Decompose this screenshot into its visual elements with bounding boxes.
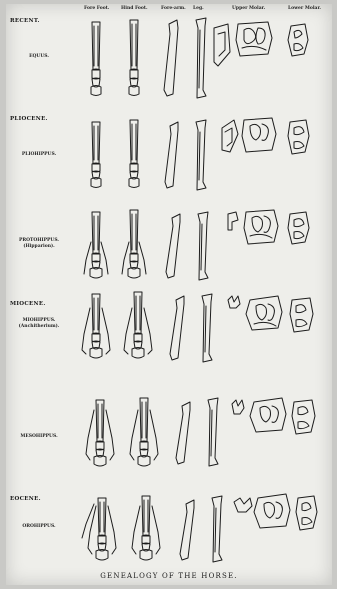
leg-miohippus-drawing	[202, 294, 212, 362]
fore-arm-protohippus-drawing	[166, 214, 180, 278]
upper-molar-orohippus-drawing	[234, 498, 252, 512]
upper-molar-pliohippus-drawing	[222, 120, 238, 152]
upper-molar-equus-drawing	[214, 24, 230, 66]
upper-molar-pliohippus-crown-drawing	[242, 118, 276, 152]
lower-molar-mesohippus-drawing	[292, 400, 315, 434]
lower-molar-equus-drawing	[288, 24, 308, 56]
illustration-plate: Fore Foot. Hind Foot. Fore-arm. Leg. Upp…	[6, 4, 332, 585]
hind-foot-pliohippus-drawing	[129, 120, 139, 188]
fore-arm-miohippus-drawing	[170, 296, 184, 360]
leg-pliohippus-drawing	[196, 120, 206, 190]
lower-molar-miohippus-drawing	[290, 298, 313, 332]
leg-orohippus-drawing	[212, 496, 222, 562]
lower-molar-pliohippus-drawing	[288, 120, 309, 154]
leg-mesohippus-drawing	[208, 398, 218, 466]
leg-equus-drawing	[196, 18, 206, 98]
upper-molar-equus-crown-drawing	[236, 22, 272, 56]
upper-molar-protohippus-drawing	[228, 212, 238, 230]
upper-molar-orohippus-crown-drawing	[254, 494, 290, 528]
fore-foot-pliohippus-drawing	[91, 122, 101, 188]
hind-foot-mesohippus-drawing	[130, 398, 158, 466]
fore-arm-orohippus-drawing	[180, 500, 194, 560]
row-orohippus-drawings	[82, 494, 317, 562]
upper-molar-miohippus-crown-drawing	[246, 296, 282, 330]
hind-foot-miohippus-drawing	[124, 292, 152, 358]
fore-foot-equus-drawing	[91, 22, 101, 96]
lower-molar-orohippus-drawing	[296, 496, 317, 530]
fore-foot-orohippus-drawing	[82, 498, 116, 560]
fore-arm-mesohippus-drawing	[176, 402, 190, 464]
row-protohippus-drawings	[84, 210, 309, 280]
upper-molar-miohippus-drawing	[228, 296, 240, 308]
hind-foot-protohippus-drawing	[122, 210, 146, 278]
fore-foot-protohippus-drawing	[84, 212, 108, 278]
lower-molar-protohippus-drawing	[288, 212, 309, 244]
upper-molar-mesohippus-drawing	[232, 400, 244, 414]
upper-molar-protohippus-crown-drawing	[244, 210, 278, 244]
fore-arm-equus-drawing	[164, 20, 178, 96]
upper-molar-mesohippus-crown-drawing	[250, 398, 286, 432]
row-miohippus-drawings	[82, 292, 313, 362]
figure-caption: GENEALOGY OF THE HORSE.	[6, 572, 332, 580]
row-equus-drawings	[91, 18, 308, 98]
fore-foot-miohippus-drawing	[82, 294, 110, 358]
row-mesohippus-drawings	[86, 398, 315, 466]
bone-drawings	[6, 4, 332, 585]
hind-foot-orohippus-drawing	[132, 496, 160, 560]
fore-foot-mesohippus-drawing	[86, 400, 114, 466]
row-pliohippus-drawings	[91, 118, 309, 190]
fore-arm-pliohippus-drawing	[165, 122, 178, 188]
leg-protohippus-drawing	[198, 212, 208, 280]
hind-foot-equus-drawing	[129, 20, 139, 96]
